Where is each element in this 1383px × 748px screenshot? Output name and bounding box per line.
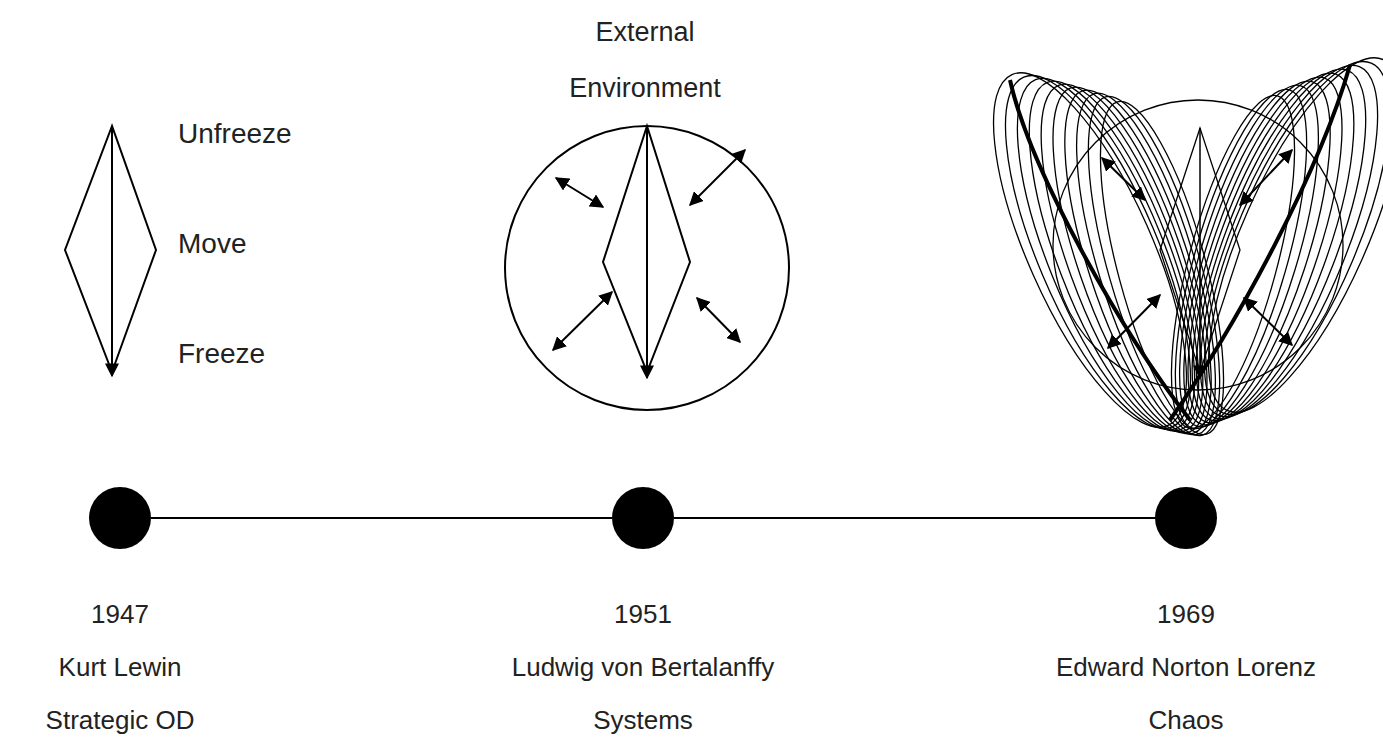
- stage-label: Freeze: [178, 338, 265, 370]
- timeline-dot: 1947Kurt LewinStrategic OD: [89, 487, 151, 549]
- stage-label: Unfreeze: [178, 118, 292, 150]
- timeline-dot: 1951Ludwig von BertalanffySystems: [612, 487, 674, 549]
- timeline-label: Systems: [593, 705, 693, 735]
- stage-label: Move: [178, 228, 246, 260]
- timeline-label: Strategic OD: [46, 705, 195, 735]
- region-label: External Environment: [545, 4, 745, 116]
- timeline-label: Edward Norton Lorenz: [1056, 652, 1316, 682]
- timeline-dot: 1969Edward Norton LorenzChaos: [1155, 487, 1217, 549]
- timeline-label: Ludwig von Bertalanffy: [512, 652, 775, 682]
- timeline-label: Chaos: [1148, 705, 1223, 735]
- year-label: 1947: [91, 599, 149, 629]
- year-label: 1969: [1157, 599, 1215, 629]
- timeline-label: Kurt Lewin: [59, 652, 182, 682]
- year-label: 1951: [614, 599, 672, 629]
- timeline-line: [151, 517, 612, 519]
- timeline-line: [674, 517, 1155, 519]
